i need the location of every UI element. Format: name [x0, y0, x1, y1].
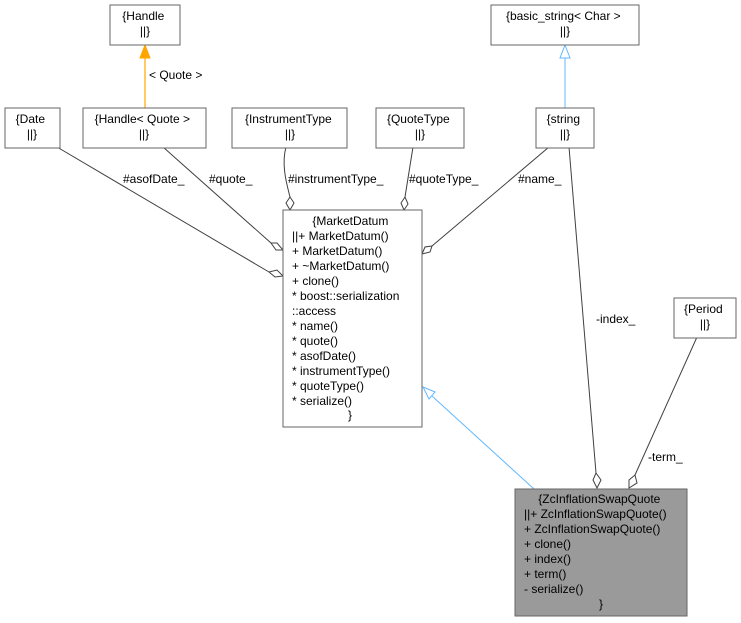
edge-quote: [162, 146, 272, 244]
edge-instrument-type: [283, 146, 291, 198]
svg-text:{Handle< Quote > ||}: {Handle< Quote > ||}: [95, 112, 194, 141]
svg-text:{Handle ||}: {Handle ||}: [122, 9, 167, 38]
svg-text:{string ||}: {string ||}: [547, 112, 584, 141]
edge-label-asofdate: #asofDate_: [123, 172, 185, 186]
edge-label-quote: #quote_: [209, 172, 253, 186]
node-quote-type[interactable]: {QuoteType ||}: [375, 107, 465, 149]
svg-text:{QuoteType ||}: {QuoteType ||}: [387, 112, 453, 141]
node-zc-inflation-swap-quote[interactable]: {ZcInflationSwapQuote ||+ ZcInflationSwa…: [514, 488, 688, 617]
node-date[interactable]: {Date ||}: [4, 107, 61, 149]
edge-label-term: -term_: [648, 450, 683, 464]
diamond-index: [592, 471, 602, 490]
svg-text:{Date ||}: {Date ||}: [16, 112, 49, 141]
inherit-arrowhead-market-datum: [421, 386, 436, 400]
edge-asofdate: [56, 146, 270, 273]
node-market-datum[interactable]: {MarketDatum ||+ MarketDatum() + MarketD…: [282, 209, 423, 428]
svg-text:{ZcInflationSwapQuote ||: {ZcInflationSwapQuote ||+ ZcInflationSwa…: [524, 492, 670, 611]
edge-label-quote-type: #quoteType_: [409, 172, 479, 186]
svg-text:{Period ||}: {Period ||}: [684, 302, 726, 331]
node-handle[interactable]: {Handle ||}: [109, 4, 181, 46]
diamond-quote: [270, 242, 285, 251]
node-basic-string[interactable]: {basic_string< Char > ||}: [490, 4, 640, 46]
diamond-quote-type: [400, 195, 409, 212]
inherit-arrowhead-string: [559, 43, 571, 59]
edge-inherit-market-datum: [431, 395, 535, 490]
node-string[interactable]: {string ||}: [535, 107, 595, 149]
diamond-term: [628, 474, 638, 489]
edge-name: [431, 146, 550, 247]
edge-term: [634, 336, 698, 476]
template-arrowhead: [139, 43, 151, 59]
diamond-instrument-type: [285, 196, 295, 212]
diamond-asofdate: [267, 269, 285, 278]
node-instrument-type[interactable]: {InstrumentType ||}: [231, 107, 348, 149]
svg-text:{InstrumentType ||}: {InstrumentType ||}: [245, 112, 335, 141]
svg-text:{basic_string< Char > ||: {basic_string< Char > ||}: [506, 9, 624, 38]
edge-label-template-arg: < Quote >: [149, 68, 202, 82]
edge-label-index: -index_: [596, 312, 636, 326]
svg-text:{MarketDatum ||+ MarketD: {MarketDatum ||+ MarketDatum() + MarketD…: [292, 214, 403, 422]
node-handle-quote[interactable]: {Handle< Quote > ||}: [82, 107, 207, 149]
node-period[interactable]: {Period ||}: [673, 297, 737, 339]
edge-label-instrument-type: #instrumentType_: [288, 172, 384, 186]
diamond-name: [421, 245, 433, 255]
edge-index: [568, 146, 597, 474]
edge-label-name: #name_: [518, 172, 562, 186]
edge-quote-type: [404, 146, 414, 198]
